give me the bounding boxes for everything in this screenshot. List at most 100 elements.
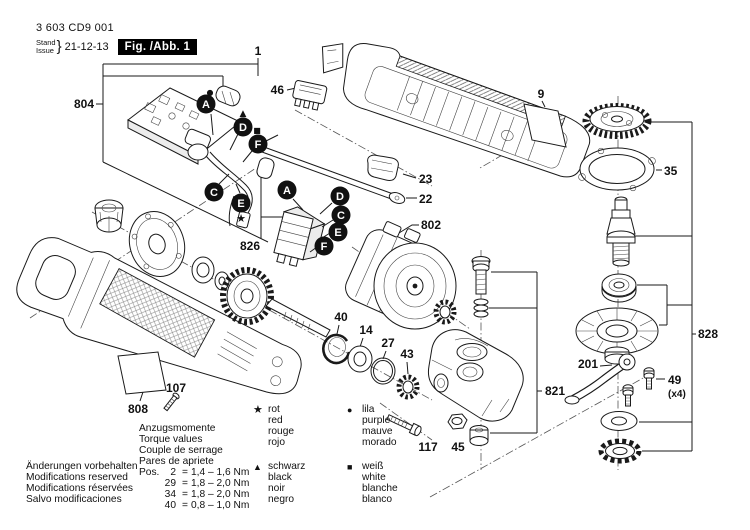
dot-symbol: ● bbox=[207, 88, 214, 97]
connector-46 bbox=[292, 80, 328, 111]
part-label-9: 9 bbox=[538, 87, 545, 101]
note-fr: Modifications réservées bbox=[26, 483, 134, 494]
motor-housing-lower-grip bbox=[16, 237, 302, 395]
motor-802 bbox=[345, 221, 457, 330]
part-label-40: 40 bbox=[334, 310, 348, 324]
legend-white: ■ weiß white blanche blanco bbox=[347, 461, 398, 505]
note-es: Salvo modificaciones bbox=[26, 494, 122, 505]
svg-text:D: D bbox=[239, 122, 247, 134]
bar-22 bbox=[261, 134, 406, 204]
torque-title-de: Anzugsmomente bbox=[139, 423, 216, 434]
figure-badge: Fig. /Abb. 1 bbox=[117, 38, 198, 55]
part-label-45: 45 bbox=[451, 440, 465, 454]
svg-text:F: F bbox=[321, 241, 328, 253]
screw-117 bbox=[386, 414, 422, 437]
part-label-46: 46 bbox=[271, 83, 285, 97]
part-label-107: 107 bbox=[166, 381, 186, 395]
switch-block bbox=[273, 206, 326, 267]
triangle-symbol: ▲ bbox=[240, 109, 247, 119]
note-en: Modifications reserved bbox=[26, 472, 128, 483]
part-label-804: 804 bbox=[74, 97, 94, 111]
legend-purple: ● lila purple mauve morado bbox=[347, 404, 397, 448]
dot-legend-icon: ● bbox=[347, 405, 353, 415]
callout-e: E bbox=[231, 193, 251, 213]
callout-f: F bbox=[248, 134, 268, 154]
part-label-49: 49 bbox=[668, 373, 682, 387]
ring-and-bearing-set bbox=[322, 333, 420, 400]
torque-row: 29 = 1,8 – 2,0 Nm bbox=[164, 478, 250, 489]
screw-107 bbox=[163, 392, 180, 412]
issue-label: Issue bbox=[36, 45, 54, 55]
star-symbol: ★ bbox=[236, 212, 246, 225]
torque-table: Anzugsmomente Torque values Couple de se… bbox=[139, 423, 265, 511]
part-label-43: 43 bbox=[400, 347, 414, 361]
part-label-821: 821 bbox=[545, 384, 565, 398]
screw-and-spring bbox=[471, 256, 491, 318]
note-de: Änderungen vorbehalten bbox=[26, 461, 138, 472]
spindle-collar bbox=[469, 425, 489, 446]
torque-title-en: Torque values bbox=[139, 434, 203, 445]
svg-text:D: D bbox=[336, 191, 344, 203]
issue-date: 21-12-13 bbox=[64, 40, 109, 53]
part-label-117: 117 bbox=[418, 440, 438, 454]
callout-cluster-module: ● A ▲ D ■ F C E ★ bbox=[196, 88, 268, 225]
star-legend-icon: ★ bbox=[253, 404, 263, 416]
part-label-14: 14 bbox=[359, 323, 373, 337]
spindle-flange-group bbox=[564, 103, 659, 464]
stand-issue-labels: Stand Issue bbox=[36, 37, 56, 55]
leader-and-bracket-lines bbox=[96, 58, 696, 452]
torque-row: Pos. 2 = 1,4 – 1,6 Nm bbox=[139, 467, 250, 478]
part-label-828: 828 bbox=[698, 327, 718, 341]
pos-label: Pos. bbox=[139, 467, 160, 478]
torque-row: 34 = 1,8 – 2,0 Nm bbox=[164, 489, 250, 500]
torque-title-fr: Couple de serrage bbox=[139, 445, 223, 456]
part-number-labels: 1 804 46 9 23 22 802 826 35 828 201 49 (… bbox=[74, 44, 718, 454]
legend-red: ★ rot red rouge rojo bbox=[253, 404, 295, 448]
part-label-23: 23 bbox=[419, 172, 433, 186]
part-label-22: 22 bbox=[419, 192, 433, 206]
square-legend-icon: ■ bbox=[347, 462, 353, 472]
callout-d: D bbox=[233, 117, 253, 137]
color-legend: ★ rot red rouge rojo ● lila purple mauve… bbox=[253, 404, 419, 518]
callout-a: A bbox=[196, 94, 216, 114]
part-label-1: 1 bbox=[255, 44, 262, 58]
motor-housing-upper-shell bbox=[321, 43, 591, 178]
callout-c2: C bbox=[331, 205, 351, 225]
sticker-9 bbox=[523, 103, 567, 148]
legend-black: ▲ schwarz black noir negro bbox=[253, 461, 306, 505]
part-label-201: 201 bbox=[578, 357, 598, 371]
torque-row: 40 = 0,8 – 1,0 Nm bbox=[164, 500, 250, 511]
part-label-826: 826 bbox=[240, 239, 260, 253]
sticker-808 bbox=[117, 351, 167, 395]
triangle-legend-icon: ▲ bbox=[253, 462, 262, 472]
callout-d2: D bbox=[330, 186, 350, 206]
modification-notes: Änderungen vorbehalten Modifications res… bbox=[26, 461, 138, 505]
armature-assembly bbox=[94, 199, 331, 338]
part-label-27: 27 bbox=[381, 336, 395, 350]
svg-text:C: C bbox=[210, 187, 218, 199]
document-number: 3 603 CD9 001 bbox=[36, 22, 114, 34]
callout-e2: E bbox=[328, 222, 348, 242]
square-symbol: ■ bbox=[253, 126, 261, 135]
brace-glyph: } bbox=[56, 38, 62, 55]
stand-label: Stand bbox=[36, 37, 56, 47]
clip-23 bbox=[367, 154, 399, 181]
torque-title-es: Pares de apriete bbox=[139, 456, 214, 467]
svg-text:E: E bbox=[237, 198, 244, 210]
part-label-808: 808 bbox=[128, 402, 148, 416]
issue-row: Stand Issue } 21-12-13 Fig. /Abb. 1 bbox=[36, 37, 198, 55]
electronics-module-804 bbox=[127, 85, 275, 229]
part-label-49-qty: (x4) bbox=[668, 389, 686, 400]
part-label-35: 35 bbox=[664, 164, 678, 178]
callout-cluster-switch: A D C E F bbox=[277, 180, 351, 256]
svg-text:A: A bbox=[202, 99, 210, 111]
nut-45 bbox=[447, 413, 468, 430]
svg-text:E: E bbox=[334, 227, 341, 239]
svg-text:A: A bbox=[283, 185, 291, 197]
svg-text:C: C bbox=[337, 210, 345, 222]
callout-f2: F bbox=[314, 236, 334, 256]
callout-a2: A bbox=[277, 180, 297, 200]
callout-c: C bbox=[204, 182, 224, 202]
